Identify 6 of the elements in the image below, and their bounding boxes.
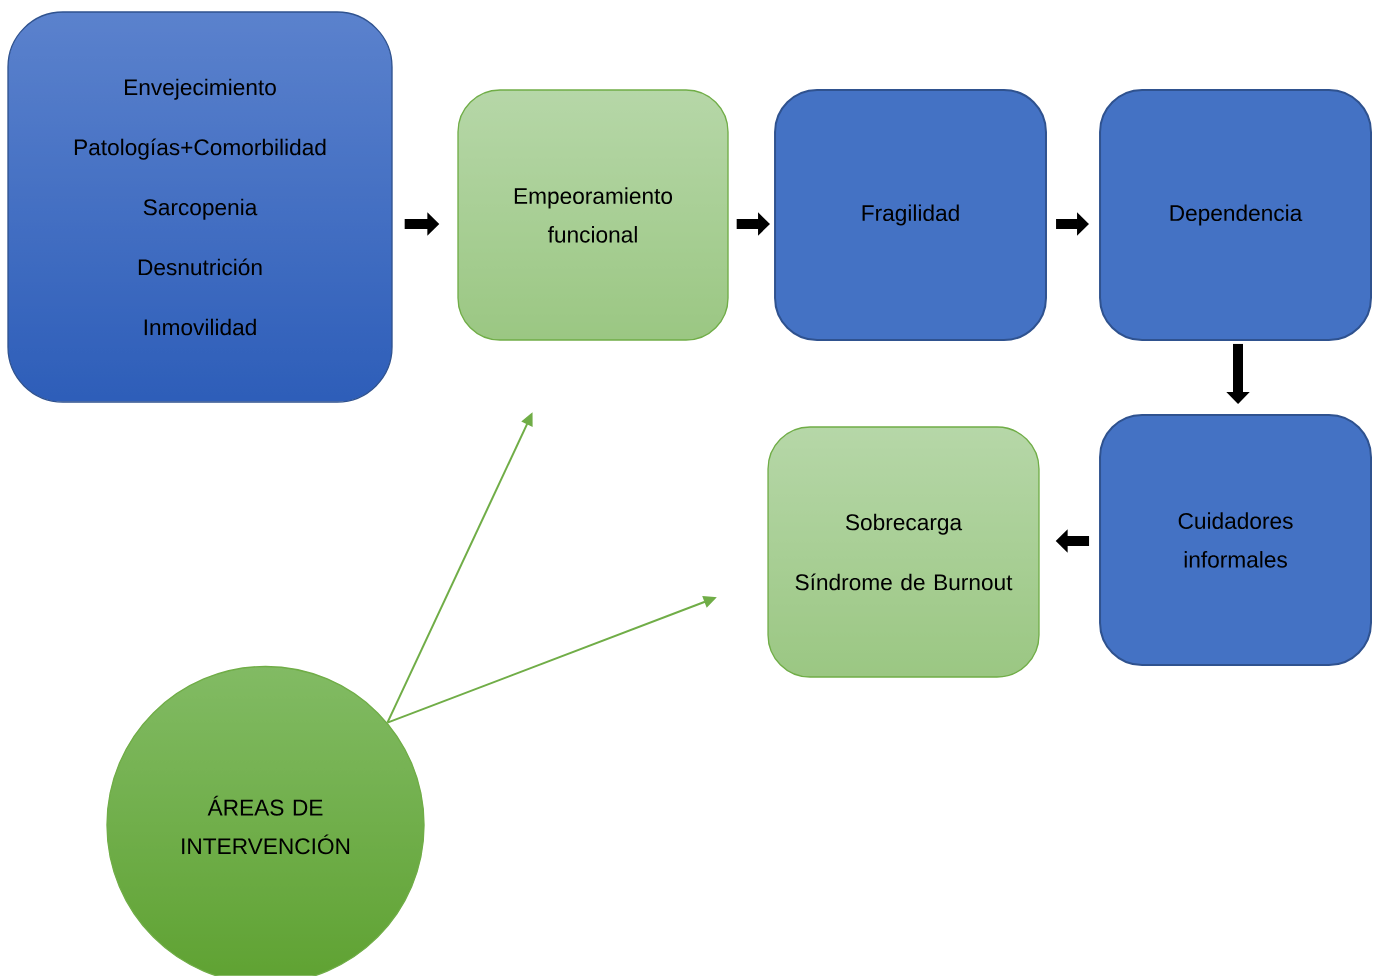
rounded-box: Empeoramiento funcional <box>457 89 729 341</box>
rounded-box: Sobrecarga Síndrome de Burnout <box>767 426 1040 678</box>
rounded-box: Fragilidad <box>774 89 1047 341</box>
rounded-box: Dependencia <box>1099 89 1372 341</box>
rounded-box: Cuidadores informales <box>1099 414 1372 666</box>
rounded-box: Envejecimiento Patologías+Comorbilidad Sarcopenia Desnutrición Inmovilidad <box>7 11 393 403</box>
